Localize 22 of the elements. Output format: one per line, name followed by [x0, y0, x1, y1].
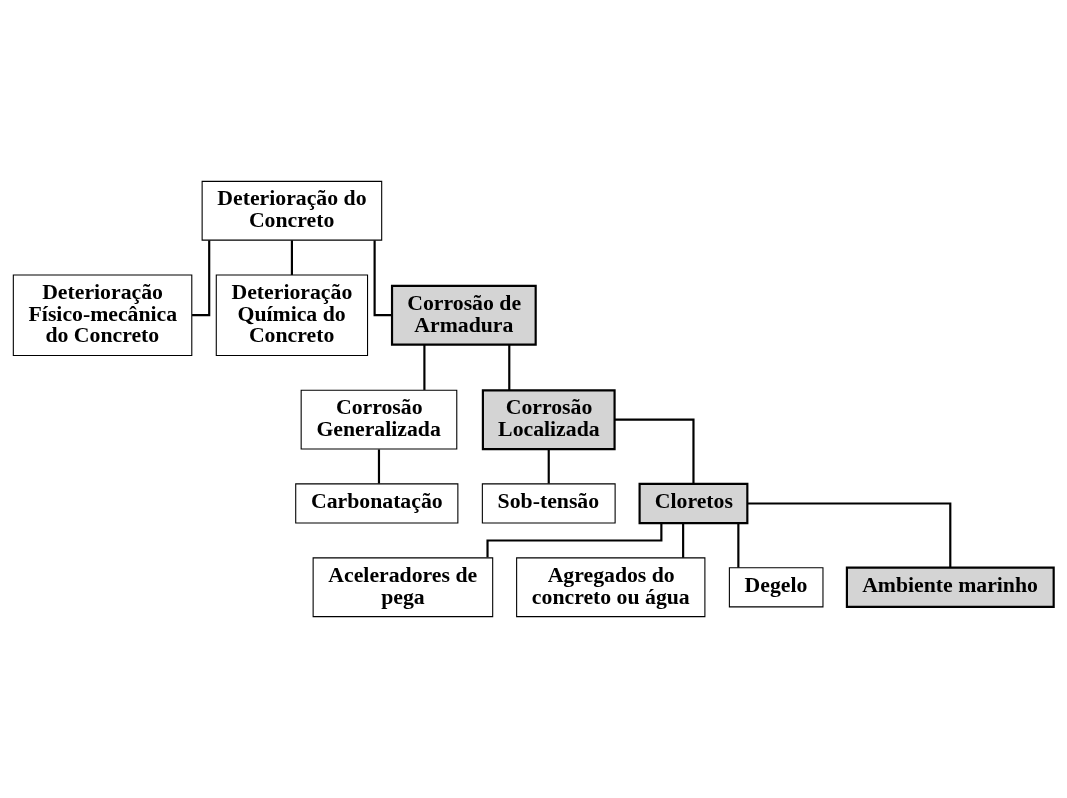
node-box: Corrosão de Armadura	[390, 284, 537, 346]
connector	[614, 418, 695, 484]
node-box: Corrosão Localizada	[481, 389, 616, 451]
node-box: Sob-tensão	[481, 483, 616, 524]
connector	[377, 449, 381, 484]
connector	[737, 523, 740, 568]
node-box: Degelo	[728, 567, 824, 608]
node-box: Ambiente marinho	[845, 566, 1055, 608]
node-box: Aceleradores de pega	[312, 557, 494, 618]
connector	[547, 449, 550, 484]
node-box: Corrosão Generalizada	[300, 389, 458, 450]
connector	[682, 523, 685, 558]
connector	[747, 502, 952, 568]
node-box: Deterioração Química do Concreto	[215, 274, 369, 356]
node-box: Agregados do concreto ou água	[516, 557, 706, 618]
node-box: Deterioração Físico-mecânica do Concreto	[12, 274, 193, 356]
connector	[508, 344, 511, 390]
node-box: Carbonatação	[295, 483, 459, 524]
node-box: Deterioração do Concreto	[201, 180, 383, 241]
connector	[423, 344, 426, 390]
node-box: Cloretos	[638, 482, 749, 525]
connector	[290, 240, 293, 275]
